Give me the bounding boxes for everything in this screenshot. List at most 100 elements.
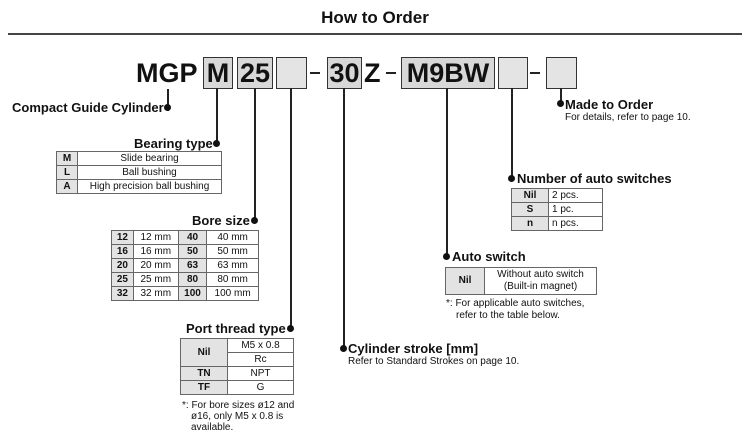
num-value: 1 pc.: [548, 202, 603, 217]
port-value: G: [227, 380, 294, 395]
bearing-table: M Slide bearing L Ball bushing A High pr…: [56, 151, 222, 194]
bearing-value: Ball bushing: [77, 165, 222, 180]
switch-key: Nil: [445, 267, 485, 295]
bore-value: 20 mm: [132, 258, 179, 273]
dot-bore: [251, 217, 258, 224]
num-key: S: [511, 202, 549, 217]
leader-bore: [254, 88, 256, 221]
bore-value: 40 mm: [206, 230, 259, 245]
bore-key: 100: [177, 286, 208, 301]
code-stroke-box: 30: [327, 57, 362, 89]
code-port-box: [276, 57, 307, 89]
bearing-heading: Bearing type: [134, 136, 213, 151]
bore-value: 50 mm: [206, 244, 259, 259]
dot-port: [287, 325, 294, 332]
note-line: ø16, only M5 x 0.8 is: [191, 411, 284, 422]
port-value: M5 x 0.8: [227, 338, 294, 353]
num-key: Nil: [511, 188, 549, 203]
table-row: A High precision ball bushing: [56, 179, 222, 194]
note-line: *: For applicable auto switches,: [446, 298, 585, 309]
code-bore-box: 25: [237, 57, 273, 89]
page-title: How to Order: [321, 8, 429, 27]
table-row: 16 16 mm 50 50 mm: [111, 244, 259, 259]
bearing-value: Slide bearing: [77, 151, 222, 166]
table-row: Nil 2 pcs.: [511, 188, 603, 203]
stroke-note: Refer to Standard Strokes on page 10.: [348, 356, 520, 367]
table-row: 20 20 mm 63 63 mm: [111, 258, 259, 273]
dot-switch: [443, 253, 450, 260]
switch-note: *: For applicable auto switches, refer t…: [446, 298, 584, 322]
switch-heading: Auto switch: [452, 249, 526, 264]
code-switch-box: M9BW: [401, 57, 495, 89]
bore-key: 32: [111, 286, 134, 301]
bearing-value: High precision ball bushing: [77, 179, 222, 194]
bore-value: 80 mm: [206, 272, 259, 287]
compact-label: Compact Guide Cylinder: [12, 100, 164, 115]
bore-value: 63 mm: [206, 258, 259, 273]
dot-mto: [557, 100, 564, 107]
leader-port: [290, 88, 292, 329]
leader-stroke: [343, 88, 345, 350]
stroke-heading: Cylinder stroke [mm]: [348, 341, 479, 356]
note-line: refer to the table below.: [456, 310, 560, 321]
bearing-key: A: [56, 179, 78, 194]
table-row: Nil Without auto switch (Built-in magnet…: [445, 267, 597, 295]
mto-note: For details, refer to page 10.: [565, 112, 691, 123]
switch-value-line: (Built-in magnet): [503, 281, 578, 292]
switch-value-line: Without auto switch: [497, 269, 584, 280]
code-bearing-box: M: [203, 57, 233, 89]
table-row: 25 25 mm 80 80 mm: [111, 272, 259, 287]
leader-num: [511, 88, 513, 180]
bore-key: 16: [111, 244, 134, 259]
bore-value: 32 mm: [132, 286, 179, 301]
port-table: Nil M5 x 0.8 Rc TN NPT TF G: [180, 338, 294, 395]
port-key: TN: [180, 366, 228, 381]
code-prefix: MGP: [136, 58, 198, 88]
code-z: Z: [364, 58, 381, 88]
bore-table: 12 12 mm 40 40 mm 16 16 mm 50 50 mm 20 2…: [111, 230, 259, 301]
dot-num: [508, 175, 515, 182]
port-key: TF: [180, 380, 228, 395]
bore-value: 100 mm: [206, 286, 259, 301]
leader-bearing: [216, 88, 218, 144]
bearing-key: L: [56, 165, 78, 180]
port-value: NPT: [227, 366, 294, 381]
bore-key: 63: [177, 258, 208, 273]
table-row: n n pcs.: [511, 216, 603, 231]
code-dash-2: [386, 72, 396, 74]
table-row: Nil M5 x 0.8: [180, 338, 294, 367]
bore-heading: Bore size: [192, 213, 250, 228]
mto-heading: Made to Order: [565, 97, 654, 112]
port-key: Nil: [180, 338, 228, 367]
num-key: n: [511, 216, 549, 231]
code-dash-1: [310, 72, 320, 74]
bore-value: 16 mm: [132, 244, 179, 259]
switch-value: Without auto switch (Built-in magnet): [484, 267, 597, 295]
leader-mto: [560, 88, 562, 105]
table-row: 32 32 mm 100 100 mm: [111, 286, 259, 301]
table-row: M Slide bearing: [56, 151, 222, 166]
bore-key: 12: [111, 230, 134, 245]
num-table: Nil 2 pcs. S 1 pc. n n pcs.: [511, 188, 603, 231]
bore-key: 25: [111, 272, 134, 287]
dot-compact: [164, 104, 171, 111]
bore-key: 50: [177, 244, 208, 259]
port-heading: Port thread type: [186, 321, 286, 336]
bore-key: 40: [177, 230, 208, 245]
note-line: *: For bore sizes ø12 and: [182, 400, 295, 411]
code-num-box: [498, 57, 528, 89]
bore-value: 12 mm: [132, 230, 179, 245]
dot-stroke: [340, 345, 347, 352]
bore-key: 80: [177, 272, 208, 287]
table-row: S 1 pc.: [511, 202, 603, 217]
port-note: *: For bore sizes ø12 and ø16, only M5 x…: [182, 400, 294, 433]
code-dash-3: [530, 72, 540, 74]
table-row: 12 12 mm 40 40 mm: [111, 230, 259, 245]
num-value: n pcs.: [548, 216, 603, 231]
bearing-key: M: [56, 151, 78, 166]
leader-switch: [446, 88, 448, 258]
table-row: TN NPT: [180, 366, 294, 381]
port-value: Rc: [227, 352, 294, 367]
dot-bearing: [213, 140, 220, 147]
bore-value: 25 mm: [132, 272, 179, 287]
